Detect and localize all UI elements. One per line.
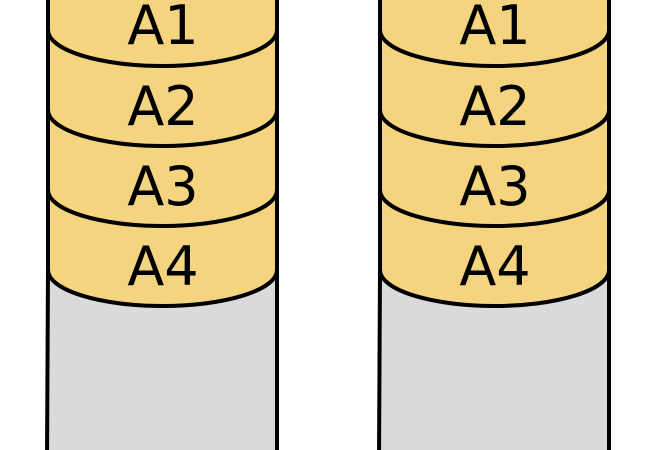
disk-1-block-2-label: A2 xyxy=(127,75,198,138)
disk-1-block-4-label: A4 xyxy=(127,235,198,298)
disk-2-block-1: A1 xyxy=(378,0,611,68)
disk-2-block-4-label: A4 xyxy=(459,235,530,298)
disk-2-block-2-label: A2 xyxy=(459,75,530,138)
disk-1: A4 A3 A2 A1 xyxy=(45,0,279,450)
disk-2: A4 A3 A2 A1 xyxy=(377,0,611,450)
disk-2-block-3-label: A3 xyxy=(459,155,530,218)
disk-2-block-1-label: A1 xyxy=(459,0,530,57)
disk-1-block-1-label: A1 xyxy=(127,0,198,57)
disk-1-block-1: A1 xyxy=(46,0,279,68)
disk-1-block-3-label: A3 xyxy=(127,155,198,218)
